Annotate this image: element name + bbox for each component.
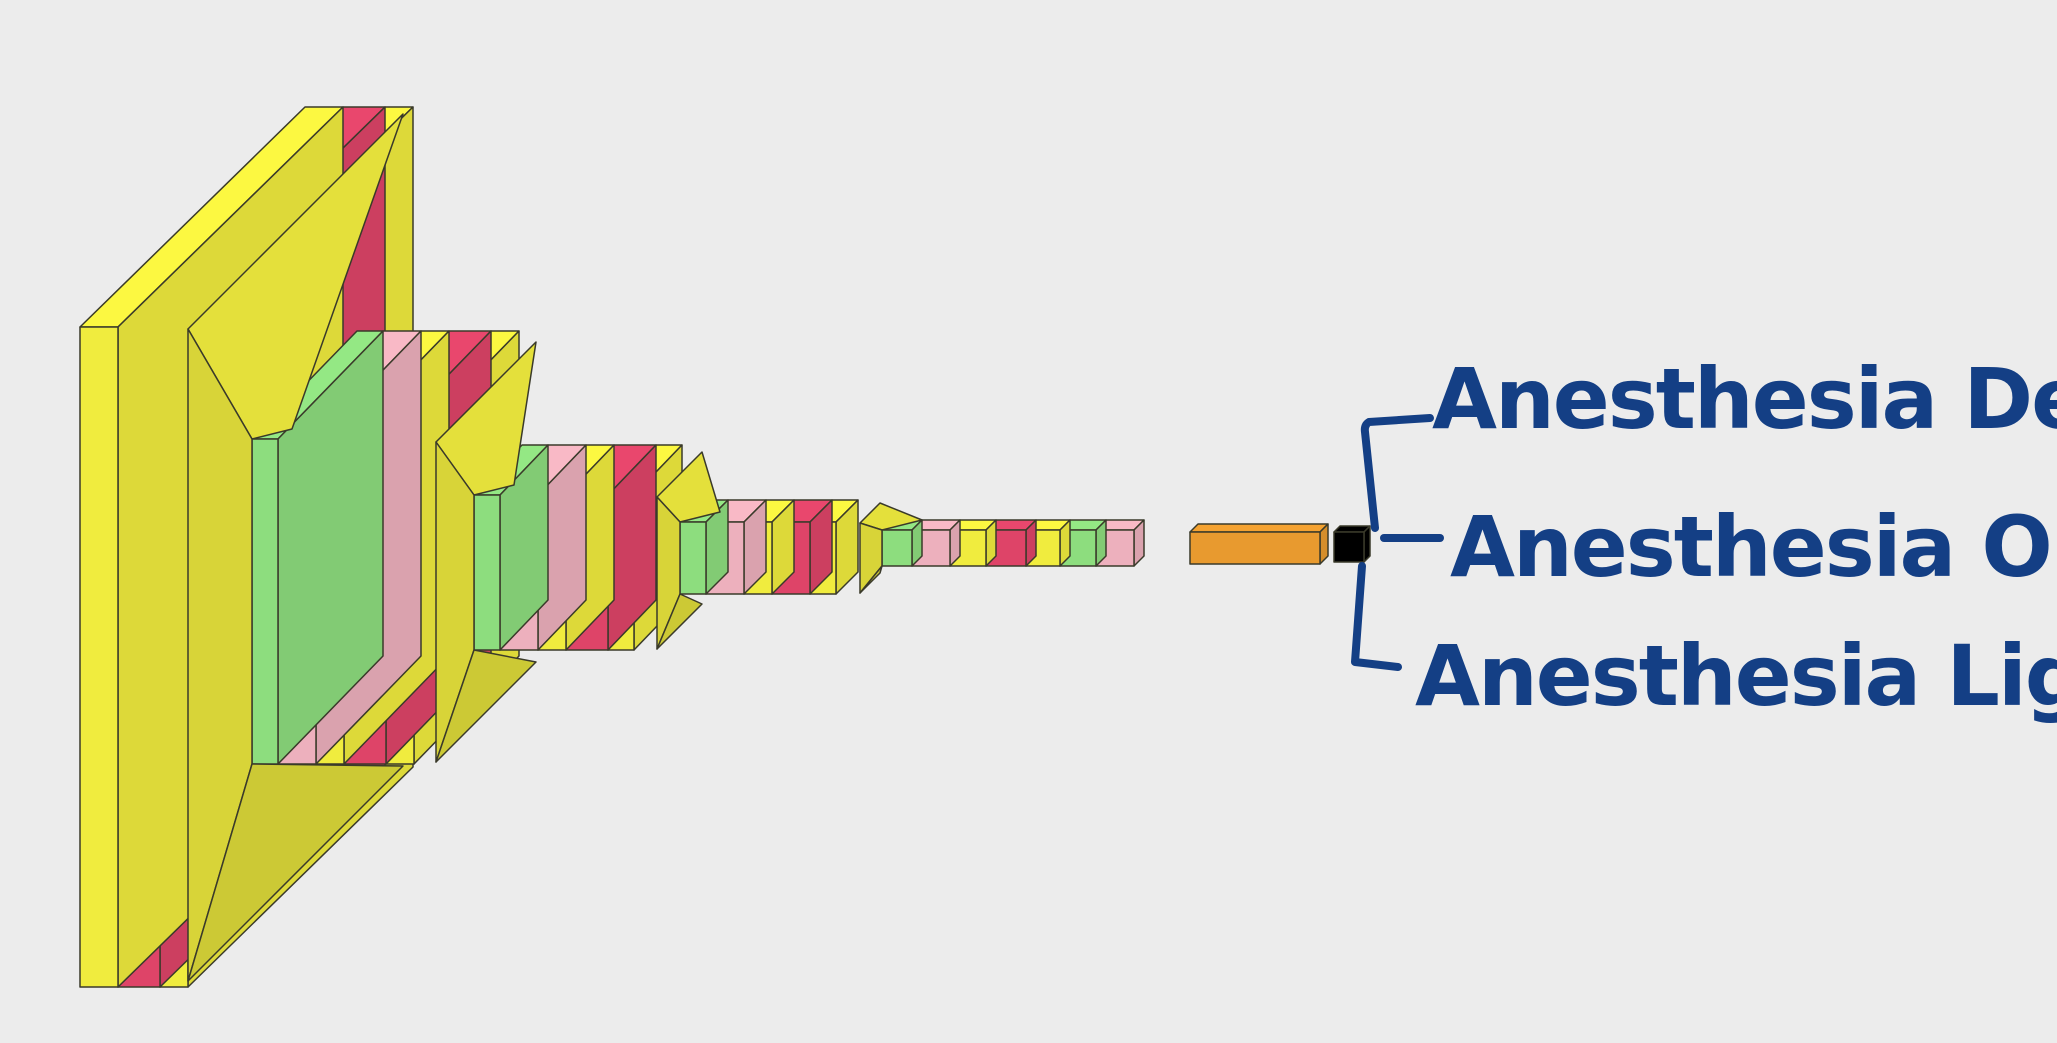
layer-26-output-side (1363, 525, 1371, 563)
funnel-2-bottom (435, 649, 537, 763)
output-bracket (1351, 414, 1444, 671)
layer-17-batchnorm-front (679, 521, 707, 595)
funnel-3-bottom (656, 593, 703, 650)
bracket-top (1360, 414, 1434, 532)
layer-25-flatten-top (1189, 523, 1329, 533)
layer-stack (79, 106, 1371, 988)
layer-25-flatten-side (1319, 523, 1329, 565)
funnel-1-bottom (187, 763, 404, 982)
output-label-deep: Anesthesia Deep (1432, 350, 2057, 448)
layer-12-batchnorm-front (473, 494, 501, 651)
output-label-light: Anesthesia Light (1415, 627, 2057, 725)
layer-26-output-front (1333, 531, 1365, 563)
layer-24-batchnorm-front (881, 529, 913, 567)
bracket-bottom (1351, 562, 1402, 671)
layer-25-flatten-front (1189, 531, 1321, 565)
output-label-ok: Anesthesia OK (1450, 498, 2057, 596)
layer-2-conv-front (79, 326, 119, 988)
funnel-4-bottom (859, 565, 883, 594)
layer-7-batchnorm-front (251, 438, 279, 765)
